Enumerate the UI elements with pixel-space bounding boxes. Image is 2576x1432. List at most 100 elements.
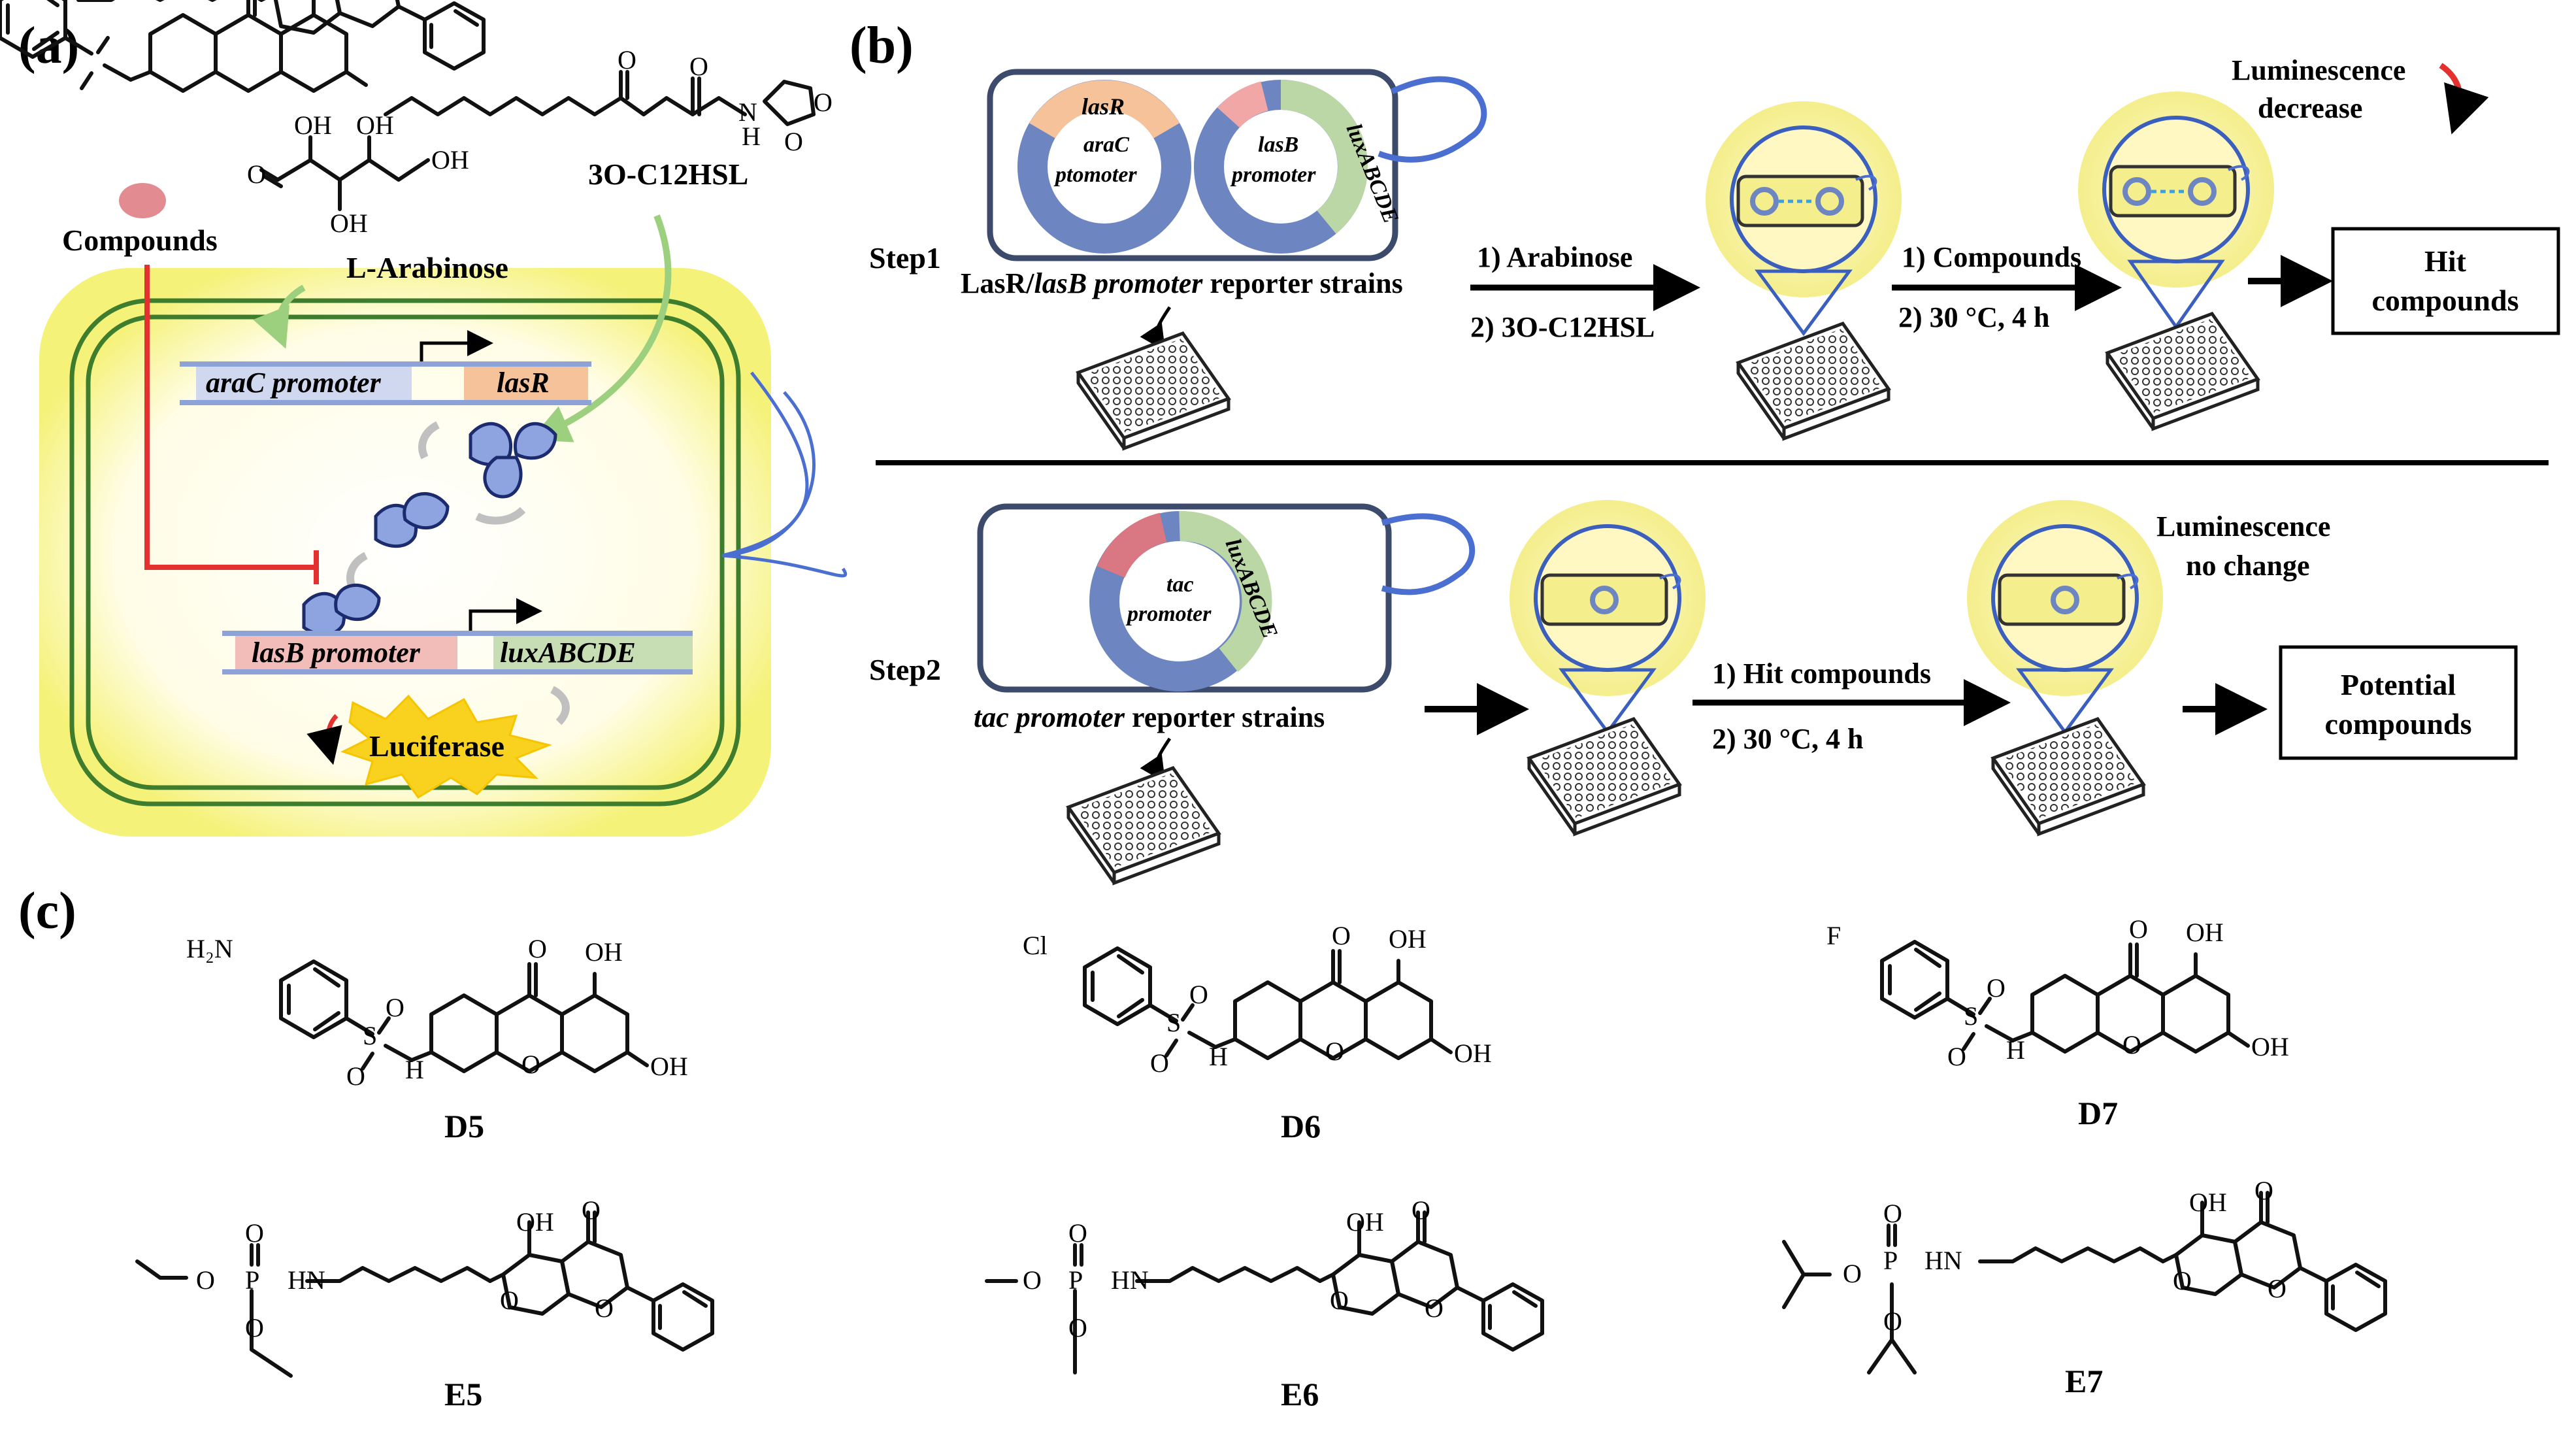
well-plate (1068, 768, 1219, 883)
atom-oh: OH (1389, 924, 1427, 954)
arrow3-line1: 1) Hit compounds (1712, 658, 1931, 690)
panel-a: Compounds O OH OH OH OH L-Arabinose O (39, 45, 848, 837)
step2-label: Step2 (869, 653, 941, 686)
atom-h: H (742, 122, 761, 151)
atom-o: O (1325, 1037, 1344, 1066)
well-plate (1529, 719, 1679, 834)
lasb-promoter-box (235, 636, 457, 669)
atom-oh: OH (1346, 1207, 1384, 1237)
lum-decrease-1: Luminescence (2232, 54, 2405, 86)
atom-o: O (1068, 1313, 1087, 1342)
molecule-d6: Cl S H O O O O OH OH D6 (1023, 921, 1492, 1144)
atom-o: O (2129, 914, 2148, 944)
strain2-caption: tac promoter reporter strains (974, 701, 1325, 733)
atom-o: O (528, 934, 547, 963)
atom-o: O (245, 1313, 264, 1342)
label-d6: D6 (1281, 1108, 1321, 1144)
atom-hn: HN (1924, 1246, 1962, 1275)
atom-o: O (582, 1195, 601, 1225)
phosphoramidate-template (76, 0, 486, 71)
atom-o: O (1412, 1195, 1430, 1225)
atom-hn: HN (288, 1265, 325, 1295)
lasb-promoter-label: lasB promoter (252, 637, 421, 669)
molecule-e5: O P O O HN O OH O O E5 (135, 1195, 712, 1412)
well-plate (2107, 314, 2258, 429)
atom-h: H (405, 1055, 424, 1084)
flagellum (721, 391, 816, 558)
potential-label-2: compounds (2325, 707, 2472, 741)
flagellum (1378, 76, 1487, 163)
arrow3-line2: 2) 30 °C, 4 h (1712, 723, 1864, 755)
atom-hn: HN (1111, 1265, 1149, 1295)
ptomoter-label: ptomoter (1053, 163, 1137, 187)
lasr-protein (469, 422, 557, 499)
lasr-gene-box (464, 367, 588, 400)
lux-label: luxABCDE (500, 637, 636, 669)
step1-label: Step1 (869, 241, 941, 275)
atom-oh: OH (650, 1052, 688, 1081)
lasr-label: lasR (497, 367, 550, 399)
atom-oh: OH (431, 145, 469, 175)
lasr-dimer (374, 491, 450, 548)
magnifier-1 (1706, 101, 1902, 337)
label-e5: E5 (444, 1376, 482, 1412)
well-plate (1993, 719, 2143, 834)
down-arrow (1140, 306, 1172, 352)
transcription-arrow (420, 330, 493, 361)
atom-o: O (784, 127, 803, 156)
atom-o: O (346, 1061, 365, 1091)
atom-oh: OH (294, 110, 332, 140)
panel-label-b: (b) (850, 17, 914, 75)
atom-o: O (1883, 1199, 1902, 1228)
atom-o: O (500, 1286, 519, 1315)
d6-substituent: Cl (1023, 931, 1048, 960)
hit-label-2: compounds (2372, 284, 2519, 317)
lum-decrease-2: decrease (2258, 92, 2362, 124)
atom-oh: OH (2186, 918, 2224, 947)
atom-o: O (595, 1293, 614, 1323)
panel-b-step2: Step2 tac promoter luxABCDE tac promoter… (869, 500, 2518, 883)
promoter-label: promoter (1230, 163, 1316, 187)
inner-membrane (86, 314, 725, 790)
atom-o: O (618, 45, 636, 75)
atom-oh: OH (516, 1207, 554, 1237)
atom-h: H (1209, 1042, 1228, 1071)
decrease-arrow (306, 714, 342, 765)
well-plate (1078, 333, 1229, 448)
d5-substituent: H₂N (186, 934, 233, 963)
ahl-arrow (530, 214, 672, 442)
atom-oh: OH (330, 208, 368, 238)
compounds-label: Compounds (62, 224, 218, 257)
atom-p: P (1883, 1246, 1898, 1275)
ahl-structure: O O N H O O (384, 45, 833, 156)
lux-gene-box (493, 636, 693, 669)
label-e7: E7 (2065, 1363, 2103, 1399)
hit-label-1: Hit (2424, 244, 2467, 278)
arabinose-label: L-Arabinose (346, 251, 508, 284)
flagellum (1381, 513, 1476, 595)
plasmid-lasr: lasR araC ptomoter (1017, 80, 1191, 254)
d7-substituent: F (1826, 921, 1841, 950)
potential-compounds-box (2279, 645, 2518, 760)
tac-label: tac (1166, 573, 1194, 597)
atom-p: P (1068, 1265, 1083, 1295)
atom-o: O (1987, 973, 2006, 1003)
lum-nochange-1: Luminescence (2156, 510, 2330, 542)
molecule-e6: O P O O HN O OH O O E6 (985, 1195, 1542, 1412)
atom-o: O (245, 1218, 264, 1248)
atom-o: O (386, 993, 405, 1022)
luciferase-burst (340, 694, 552, 799)
atom-o: O (1843, 1259, 1862, 1288)
arabinose-arrow (253, 284, 306, 349)
luciferase-label: Luciferase (369, 729, 504, 763)
hit-compounds-box (2331, 227, 2560, 335)
atom-o: O (2254, 1176, 2273, 1205)
atom-s: S (1166, 1008, 1181, 1037)
lasr-label: lasR (1082, 93, 1125, 120)
lum-nochange-2: no change (2186, 550, 2309, 582)
compound-dot (119, 183, 166, 218)
arrow1-line1: 1) Arabinose (1477, 241, 1632, 273)
magnifier-2 (2078, 92, 2274, 330)
atom-o: O (1189, 980, 1208, 1009)
